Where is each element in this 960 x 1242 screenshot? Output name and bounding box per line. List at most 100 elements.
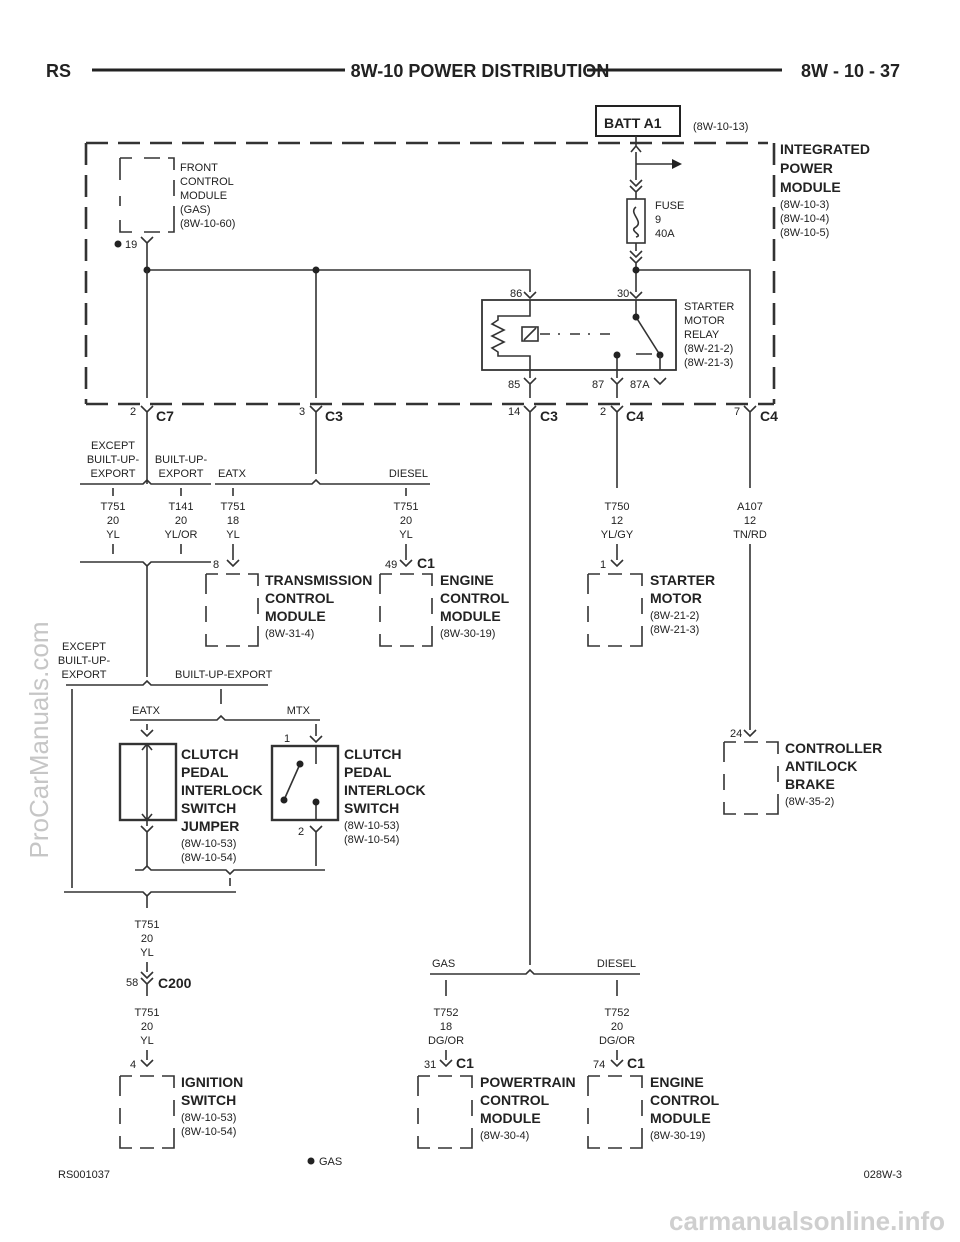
wire-label: 18 xyxy=(440,1021,452,1033)
split-label: EXCEPT xyxy=(91,440,135,452)
abs-name-line: ANTILOCK xyxy=(785,758,857,774)
ign-name-line: SWITCH xyxy=(181,1092,236,1108)
split-label: EXCEPT xyxy=(62,641,106,653)
abs-name-line: CONTROLLER xyxy=(785,740,882,756)
fuse-label: FUSE xyxy=(655,200,684,212)
relay-pin-86: 86 xyxy=(510,288,522,300)
split-label: GAS xyxy=(432,958,455,970)
ecm-name-line: MODULE xyxy=(440,608,501,624)
jumper-name-line: INTERLOCK xyxy=(181,782,263,798)
split-gas-diesel: GAS DIESEL T752 18 DG/OR T752 20 DG/OR xyxy=(428,958,640,1068)
c200-label: C200 xyxy=(158,975,192,991)
powertrain-control-module: 31 C1 POWERTRAIN CONTROL MODULE (8W-30-4… xyxy=(417,1055,576,1149)
footer-legend: GAS xyxy=(319,1156,342,1168)
split-label: DIESEL xyxy=(389,468,428,480)
split-label: MTX xyxy=(287,705,311,717)
clutch-pedal-interlock-switch: 1 2 CLUTCH PEDAL INTERLOCK SWITCH (8W-10… xyxy=(270,733,426,866)
power-bus xyxy=(143,266,751,398)
ipm-ref: (8W-10-5) xyxy=(780,227,829,239)
fcm-ref: (8W-10-60) xyxy=(180,218,235,230)
pcm-name-line: MODULE xyxy=(480,1110,541,1126)
cpis-ref: (8W-10-53) xyxy=(344,820,399,832)
relay-pin-85: 85 xyxy=(508,379,520,391)
ipm-connectors: 2 C7 3 C3 14 C3 2 C4 7 C4 xyxy=(130,405,778,965)
wire-label: 20 xyxy=(141,933,153,945)
ecm-ref: (8W-30-19) xyxy=(440,628,495,640)
ecm-ref: (8W-30-19) xyxy=(650,1130,705,1142)
ipm-ref: (8W-10-3) xyxy=(780,199,829,211)
c4-connector: C4 xyxy=(626,408,644,424)
fuse-9: FUSE 9 40A xyxy=(626,136,684,270)
jumper-name-line: JUMPER xyxy=(181,818,239,834)
c4-pin: 2 xyxy=(600,406,606,418)
c7-pin: 2 xyxy=(130,406,136,418)
wire-label: T751 xyxy=(100,501,125,513)
jumper-name-line: PEDAL xyxy=(181,764,229,780)
wire-label: T751 xyxy=(220,501,245,513)
fcm-pin: 19 xyxy=(125,239,137,251)
wire-label: T751 xyxy=(134,919,159,931)
side-watermark: ProCarManuals.com xyxy=(24,622,54,859)
relay-name-line: STARTER xyxy=(684,301,734,313)
wire-label: 20 xyxy=(175,515,187,527)
wire-label: YL/GY xyxy=(601,529,634,541)
ecm-name-line: CONTROL xyxy=(650,1092,720,1108)
wire-label: T752 xyxy=(433,1007,458,1019)
ecm-pin: 74 xyxy=(593,1059,605,1071)
wire-label: DG/OR xyxy=(428,1035,464,1047)
relay-ref: (8W-21-3) xyxy=(684,357,733,369)
ecm-connector: C1 xyxy=(417,555,435,571)
c200-pin: 58 xyxy=(126,977,138,989)
batt-a1-label: BATT A1 xyxy=(604,115,662,131)
pcm-ref: (8W-30-4) xyxy=(480,1130,529,1142)
relay-name-line: RELAY xyxy=(684,329,720,341)
abs-pin: 24 xyxy=(730,728,742,740)
cpis-name-line: INTERLOCK xyxy=(344,782,426,798)
ecm-name-line: ENGINE xyxy=(440,572,494,588)
c3-connector: C3 xyxy=(325,408,343,424)
starter-ref: (8W-21-2) xyxy=(650,610,699,622)
wire-label: YL xyxy=(140,947,153,959)
fcm-name-line: MODULE xyxy=(180,190,227,202)
starter-pin: 1 xyxy=(600,559,606,571)
wire-label: YL/OR xyxy=(164,529,197,541)
pcm-name-line: POWERTRAIN xyxy=(480,1074,576,1090)
cpis-name-line: SWITCH xyxy=(344,800,399,816)
split-label: EATX xyxy=(132,705,161,717)
cpis-name-line: CLUTCH xyxy=(344,746,402,762)
abs-feed: A107 12 TN/RD xyxy=(733,501,767,738)
ipm-name-line: MODULE xyxy=(780,179,841,195)
controller-antilock-brake: 24 CONTROLLER ANTILOCK BRAKE (8W-35-2) xyxy=(723,728,882,815)
ecm-name-line: CONTROL xyxy=(440,590,510,606)
split-label: BUILT-UP- xyxy=(87,454,140,466)
c200-connector: 58 C200 T751 20 YL xyxy=(126,962,192,1068)
pcm-pin: 31 xyxy=(424,1059,436,1071)
pcm-name-line: CONTROL xyxy=(480,1092,550,1108)
wire-label: A107 xyxy=(737,501,763,513)
split-label: EXPORT xyxy=(61,669,106,681)
split-eatx-mtx: EATX MTX xyxy=(130,705,323,744)
ipm-name-line: INTEGRATED xyxy=(780,141,870,157)
split-export-2: EXCEPT BUILT-UP- EXPORT BUILT-UP-EXPORT xyxy=(58,641,273,888)
abs-ref: (8W-35-2) xyxy=(785,796,834,808)
fcm-name-line: (GAS) xyxy=(180,204,211,216)
fcm-name-line: FRONT xyxy=(180,162,218,174)
ipm-name-line: POWER xyxy=(780,160,833,176)
ign-pin: 4 xyxy=(130,1059,136,1071)
relay-pin-30: 30 xyxy=(617,288,629,300)
c4-pin: 7 xyxy=(734,406,740,418)
wire-label: 20 xyxy=(107,515,119,527)
split-label: DIESEL xyxy=(597,958,636,970)
ecm-name-line: ENGINE xyxy=(650,1074,704,1090)
wire-label: YL xyxy=(106,529,119,541)
footer-figure-id: RS001037 xyxy=(58,1169,110,1181)
footer-code: 028W-3 xyxy=(864,1169,902,1181)
wire-label: 20 xyxy=(141,1021,153,1033)
relay-pin-87: 87 xyxy=(592,379,604,391)
ignition-switch: 4 IGNITION SWITCH (8W-10-53) (8W-10-54) xyxy=(119,1059,243,1149)
gas-legend-icon xyxy=(307,1157,315,1165)
split-label: BUILT-UP- xyxy=(58,655,111,667)
ipm-label: INTEGRATED POWER MODULE (8W-10-3) (8W-10… xyxy=(780,141,870,239)
ecm-pin: 49 xyxy=(385,559,397,571)
cpis-ref: (8W-10-54) xyxy=(344,834,399,846)
